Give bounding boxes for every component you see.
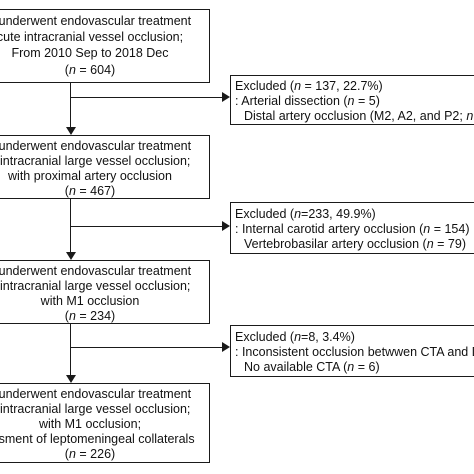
cohort-box-m1-line-1: s underwent endovascular treatment: [0, 264, 192, 278]
connector-vertical-2: [70, 199, 71, 252]
connector-horizontal-1: [70, 97, 222, 98]
arrow-right-3: [222, 342, 230, 352]
exclusion-box-3-line-2: : Inconsistent occlusion betwwen CTA and…: [235, 345, 474, 359]
exclusion-box-3-line-3: No available CTA (n = 6): [244, 360, 380, 374]
cohort-box-proximal-line-1: s underwent endovascular treatment: [0, 139, 192, 153]
cohort-box-proximal: s underwent endovascular treatment e int…: [0, 135, 210, 199]
exclusion-box-1-line-2: : Arterial dissection (n = 5): [235, 94, 380, 108]
cohort-box-initial-line-1: s underwent endovascular treatment: [0, 14, 192, 28]
cohort-box-proximal-line-4: (n = 467): [64, 184, 116, 198]
exclusion-box-2-line-2: : Internal carotid artery occlusion (n =…: [235, 222, 470, 236]
arrow-down-1: [66, 127, 76, 135]
exclusion-box-1-line-1: Excluded (n = 137, 22.7%): [235, 79, 383, 93]
connector-vertical-3: [70, 324, 71, 375]
exclusion-box-3: Excluded (n=8, 3.4%) : Inconsistent occl…: [230, 325, 474, 377]
arrow-down-2: [66, 252, 76, 260]
cohort-box-m1-line-3: with M1 occlusion: [40, 294, 140, 308]
cohort-box-final: s underwent endovascular treatment e int…: [0, 383, 210, 463]
cohort-box-final-line-3: with M1 occlusion;: [38, 417, 142, 431]
cohort-box-final-line-1: s underwent endovascular treatment: [0, 387, 192, 401]
cohort-box-initial-line-2: cute intracranial vessel occlusion;: [0, 30, 184, 44]
connector-horizontal-3: [70, 347, 222, 348]
cohort-box-proximal-line-2: e intracranial large vessel occlusion;: [0, 154, 191, 168]
cohort-box-final-line-5: (n = 226): [64, 447, 116, 461]
arrow-right-2: [222, 221, 230, 231]
exclusion-box-1-line-3: Distal artery occlusion (M2, A2, and P2;…: [244, 109, 474, 123]
connector-vertical-1: [70, 83, 71, 127]
exclusion-box-3-line-1: Excluded (n=8, 3.4%): [235, 330, 355, 344]
cohort-box-proximal-line-3: with proximal artery occlusion: [8, 169, 172, 183]
cohort-box-m1: s underwent endovascular treatment e int…: [0, 260, 210, 324]
exclusion-box-2-line-1: Excluded (n=233, 49.9%): [235, 207, 376, 221]
exclusion-box-2-line-3: Vertebrobasilar artery occlusion (n = 79…: [244, 237, 466, 251]
arrow-right-1: [222, 92, 230, 102]
cohort-box-initial: s underwent endovascular treatment cute …: [0, 9, 210, 83]
cohort-box-initial-line-4: (n = 604): [64, 63, 116, 77]
exclusion-box-1: Excluded (n = 137, 22.7%) : Arterial dis…: [230, 75, 474, 125]
connector-horizontal-2: [70, 226, 222, 227]
cohort-box-m1-line-2: e intracranial large vessel occlusion;: [0, 279, 191, 293]
exclusion-box-2: Excluded (n=233, 49.9%) : Internal carot…: [230, 202, 474, 254]
cohort-box-m1-line-4: (n = 234): [64, 309, 116, 323]
cohort-box-final-line-4: essment of leptomeningeal collaterals: [0, 432, 195, 446]
arrow-down-3: [66, 375, 76, 383]
cohort-box-final-line-2: e intracranial large vessel occlusion;: [0, 402, 191, 416]
cohort-box-initial-line-3: From 2010 Sep to 2018 Dec: [11, 46, 169, 60]
